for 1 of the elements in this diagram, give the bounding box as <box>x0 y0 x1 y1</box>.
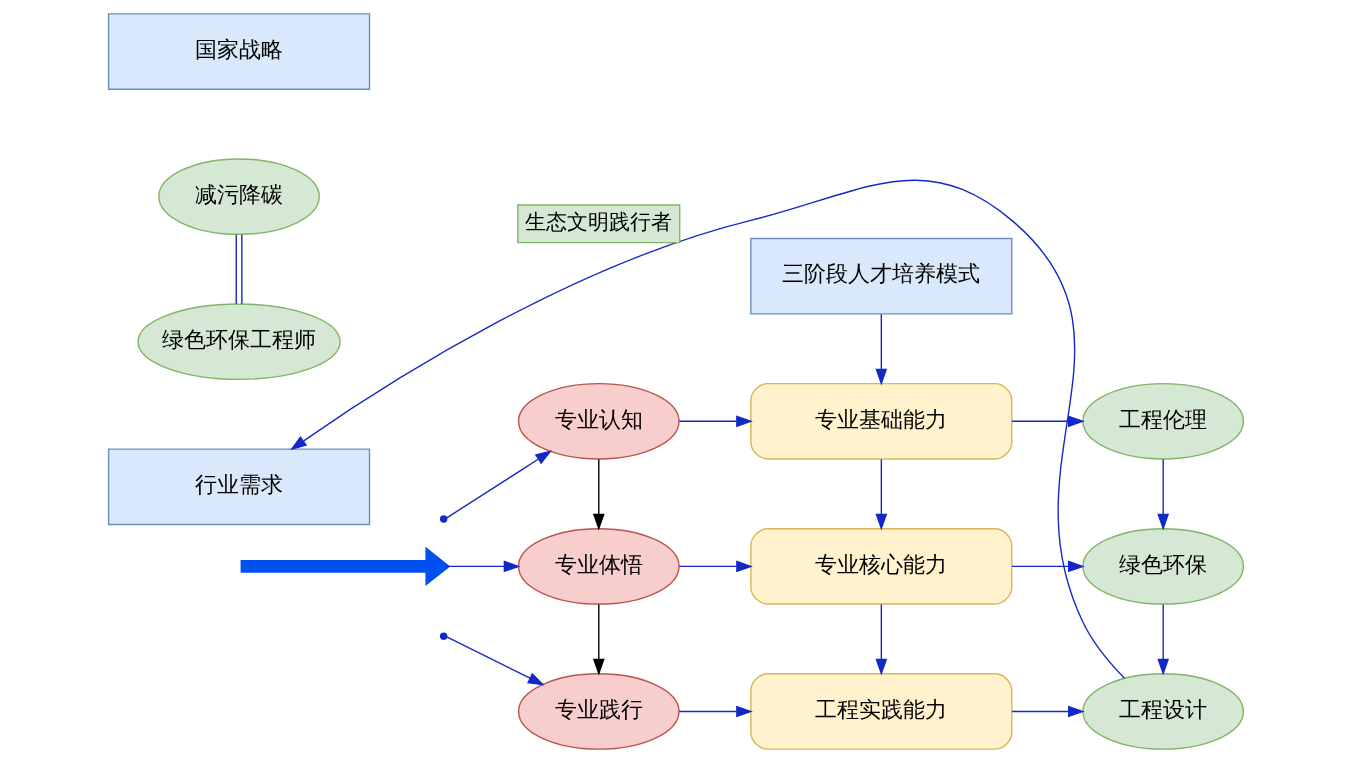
edge-label: 生态文明践行者 <box>524 210 672 235</box>
